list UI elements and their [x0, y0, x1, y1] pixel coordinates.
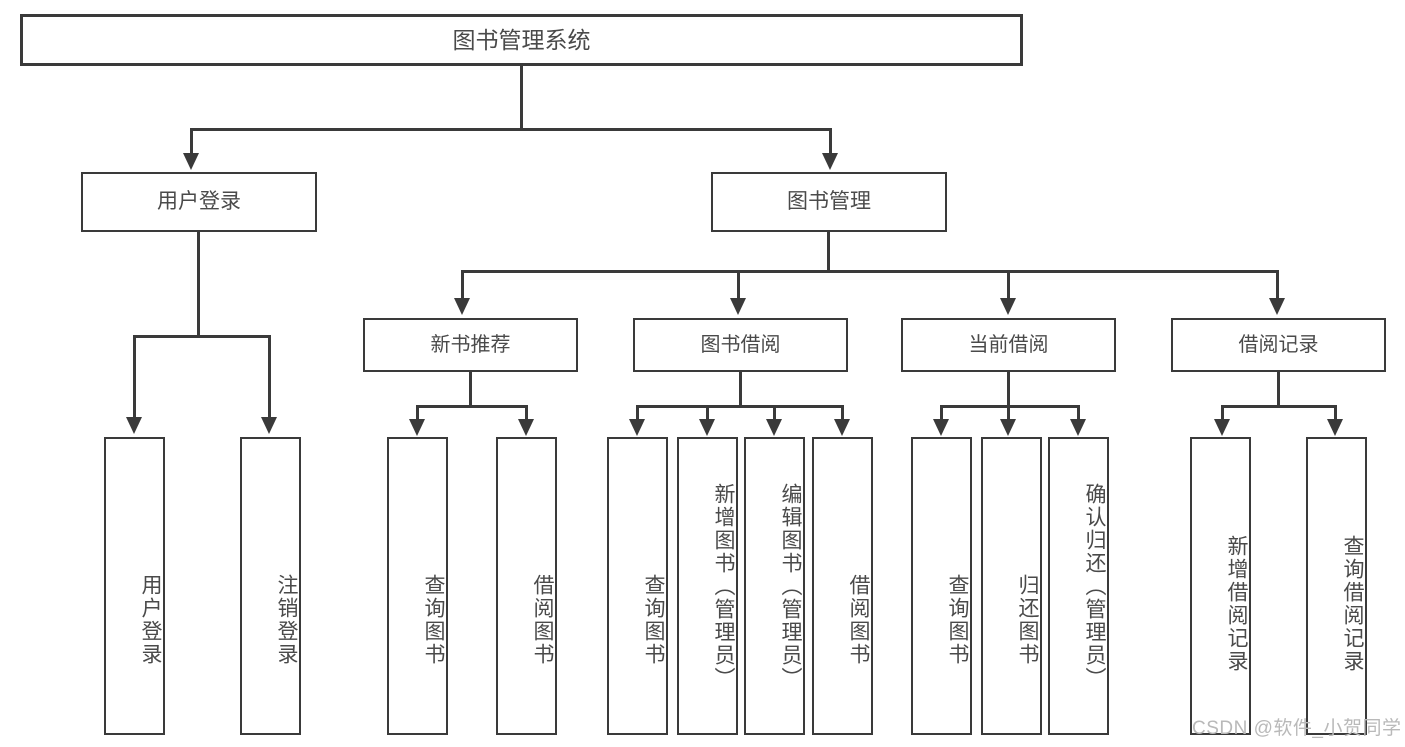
leaf-logout[interactable]: 注销登录 — [240, 437, 301, 735]
arrowhead-br-add-record — [1214, 419, 1230, 436]
connector-root-to-user-login — [190, 128, 193, 155]
connector-new-book-c1 — [416, 405, 419, 421]
arrowhead-bb-borrow-book — [834, 419, 850, 436]
leaf-cb-return-book[interactable]: 归还图书 — [981, 437, 1042, 735]
connector-book-mgmt-stem — [827, 232, 830, 271]
connector-to-current-borrow — [1007, 270, 1010, 300]
connector-new-book-stem — [469, 372, 472, 407]
connector-br-c2 — [1334, 405, 1337, 421]
connector-root-stem — [520, 66, 523, 128]
connector-bb-c2 — [706, 405, 709, 421]
connector-bb-c1 — [636, 405, 639, 421]
connector-cb-c1 — [940, 405, 943, 421]
node-current-borrow[interactable]: 当前借阅 — [901, 318, 1116, 372]
arrowhead-current-borrow — [1000, 298, 1016, 315]
node-root-system[interactable]: 图书管理系统 — [20, 14, 1023, 66]
arrowhead-book-mgmt — [822, 153, 838, 170]
arrowhead-book-borrow — [730, 298, 746, 315]
node-borrow-record[interactable]: 借阅记录 — [1171, 318, 1386, 372]
leaf-bb-edit-book[interactable]: 编辑图书（管理员） — [744, 437, 805, 735]
connector-book-borrow-stem — [739, 372, 742, 407]
connector-user-login-left-drop — [133, 335, 136, 419]
connector-new-book-bar — [416, 405, 528, 408]
arrowhead-leaf-user-login — [126, 417, 142, 434]
leaf-nb-borrow-book[interactable]: 借阅图书 — [496, 437, 557, 735]
arrowhead-nb-query-book — [409, 419, 425, 436]
connector-user-login-right-drop — [268, 335, 271, 419]
connector-bb-c4 — [841, 405, 844, 421]
connector-book-borrow-bar — [636, 405, 844, 408]
leaf-bb-query-book[interactable]: 查询图书 — [607, 437, 668, 735]
arrowhead-user-login — [183, 153, 199, 170]
arrowhead-new-book — [454, 298, 470, 315]
arrowhead-nb-borrow-book — [518, 419, 534, 436]
connector-to-borrow-record — [1276, 270, 1279, 300]
arrowhead-br-query-record — [1327, 419, 1343, 436]
node-user-login[interactable]: 用户登录 — [81, 172, 317, 232]
connector-current-borrow-bar — [940, 405, 1080, 408]
leaf-br-query-record[interactable]: 查询借阅记录 — [1306, 437, 1367, 735]
leaf-bb-borrow-book[interactable]: 借阅图书 — [812, 437, 873, 735]
arrowhead-bb-add-book — [699, 419, 715, 436]
leaf-br-add-record[interactable]: 新增借阅记录 — [1190, 437, 1251, 735]
arrowhead-cb-query-book — [933, 419, 949, 436]
arrowhead-cb-return-book — [1000, 419, 1016, 436]
connector-book-mgmt-bar — [461, 270, 1279, 273]
arrowhead-bb-query-book — [629, 419, 645, 436]
node-new-book-recommend[interactable]: 新书推荐 — [363, 318, 578, 372]
leaf-nb-query-book[interactable]: 查询图书 — [387, 437, 448, 735]
connector-user-login-bar — [133, 335, 271, 338]
connector-user-login-stem — [197, 232, 200, 335]
connector-bb-c3 — [773, 405, 776, 421]
connector-root-to-book-mgmt — [829, 128, 832, 155]
connector-root-bar — [190, 128, 832, 131]
connector-to-new-book — [461, 270, 464, 300]
leaf-cb-query-book[interactable]: 查询图书 — [911, 437, 972, 735]
connector-borrow-record-stem — [1277, 372, 1280, 407]
node-book-management[interactable]: 图书管理 — [711, 172, 947, 232]
arrowhead-bb-edit-book — [766, 419, 782, 436]
node-book-borrow[interactable]: 图书借阅 — [633, 318, 848, 372]
leaf-cb-confirm-return[interactable]: 确认归还（管理员） — [1048, 437, 1109, 735]
connector-current-borrow-stem — [1007, 372, 1010, 407]
connector-new-book-c2 — [525, 405, 528, 421]
connector-cb-c3 — [1077, 405, 1080, 421]
connector-cb-c2 — [1007, 405, 1010, 421]
leaf-bb-add-book[interactable]: 新增图书（管理员） — [677, 437, 738, 735]
arrowhead-leaf-logout — [261, 417, 277, 434]
connector-borrow-record-bar — [1221, 405, 1337, 408]
leaf-user-login[interactable]: 用户登录 — [104, 437, 165, 735]
connector-br-c1 — [1221, 405, 1224, 421]
arrowhead-cb-confirm-return — [1070, 419, 1086, 436]
connector-to-book-borrow — [737, 270, 740, 300]
arrowhead-borrow-record — [1269, 298, 1285, 315]
